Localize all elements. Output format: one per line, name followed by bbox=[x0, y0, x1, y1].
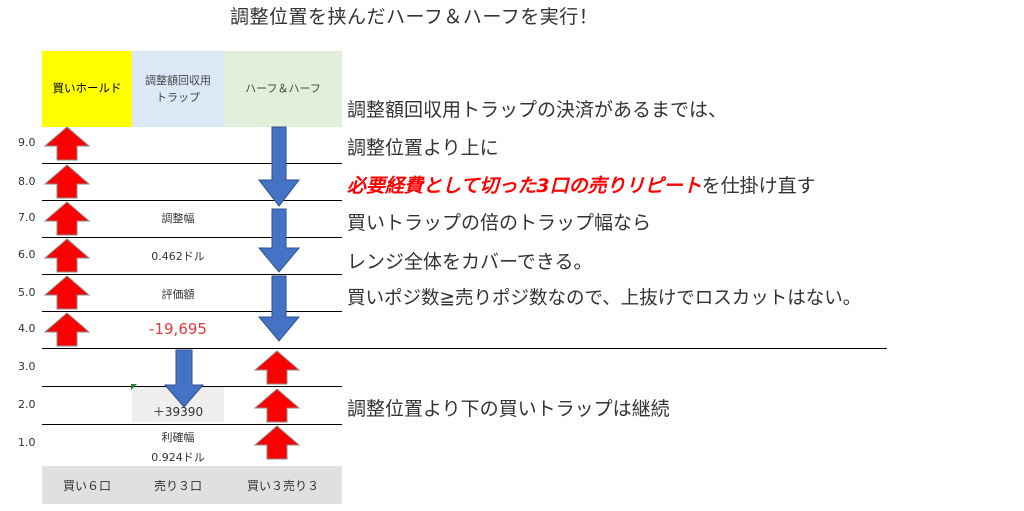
header-adjust-trap: 調整額回収用 トラップ bbox=[132, 51, 224, 127]
header-buy-hold: 買いホールド bbox=[42, 51, 132, 127]
note-line-3-rest: を仕掛け直す bbox=[701, 175, 816, 197]
red-up-arrow-icon bbox=[43, 238, 91, 273]
note-highlight: 必要経費として切った3口の売りリピート bbox=[347, 175, 702, 197]
blue-down-arrow-icon bbox=[257, 126, 301, 207]
note-line-2: 調整位置より上に bbox=[347, 137, 499, 159]
header-half-half-label: ハーフ＆ハーフ bbox=[245, 82, 321, 96]
red-up-arrow-icon bbox=[43, 275, 91, 310]
note-line-4: 買いトラップの倍のトラップ幅なら bbox=[347, 212, 652, 234]
note-line-5: レンジ全体をカバーできる。 bbox=[347, 251, 593, 273]
adjust-width-value: 0.462ドル bbox=[151, 250, 205, 263]
grid-line bbox=[42, 163, 342, 164]
grid-line bbox=[42, 200, 342, 201]
red-up-arrow-icon bbox=[43, 312, 91, 347]
profit-width-value: 0.924ドル bbox=[151, 451, 205, 464]
grid-line bbox=[42, 237, 342, 238]
grid-line bbox=[42, 274, 342, 275]
note-line-1: 調整額回収用トラップの決済があるまでは、 bbox=[347, 99, 728, 121]
page-title: 調整位置を挟んだハーフ＆ハーフを実行！ bbox=[230, 6, 599, 28]
red-up-arrow-icon bbox=[253, 425, 301, 460]
position-summary-row: 買い６口 売り３口 買い３売り３ bbox=[42, 466, 342, 504]
blue-down-arrow-icon bbox=[164, 349, 204, 408]
header-buy-hold-label: 買いホールド bbox=[52, 81, 122, 96]
red-up-arrow-icon bbox=[43, 164, 91, 199]
profit-width-label: 利確幅 bbox=[161, 431, 195, 444]
y-label-1: 1.0 bbox=[18, 436, 36, 449]
grid-line bbox=[42, 424, 342, 425]
header-adjust-trap-line2: トラップ bbox=[156, 91, 200, 104]
adjust-width-label: 調整幅 bbox=[161, 212, 195, 225]
adjust-position-line bbox=[42, 348, 887, 349]
header-adjust-trap-line1: 調整額回収用 bbox=[145, 73, 211, 87]
footer-buy-hold: 買い６口 bbox=[62, 478, 111, 493]
grid-line bbox=[42, 311, 342, 312]
valuation-label: 評価額 bbox=[161, 288, 195, 301]
y-label-5: 5.0 bbox=[18, 286, 36, 299]
y-label-2: 2.0 bbox=[18, 398, 36, 411]
note-line-6: 買いポジ数≧売りポジ数なので、上抜けでロスカットはない。 bbox=[347, 288, 862, 309]
y-label-3: 3.0 bbox=[18, 360, 36, 373]
y-label-4: 4.0 bbox=[18, 322, 36, 335]
header-half-half: ハーフ＆ハーフ bbox=[224, 51, 342, 127]
footer-half-half: 買い３売り３ bbox=[246, 478, 319, 493]
footer-trap: 売り３口 bbox=[153, 478, 202, 493]
note-line-7: 調整位置より下の買いトラップは継続 bbox=[347, 398, 670, 420]
red-up-arrow-icon bbox=[253, 350, 301, 385]
red-up-arrow-icon bbox=[43, 126, 91, 161]
note-line-3: 必要経費として切った3口の売りリピートを仕掛け直す bbox=[347, 171, 816, 198]
y-label-9: 9.0 bbox=[18, 136, 36, 149]
red-up-arrow-icon bbox=[253, 388, 301, 423]
profit-value: ＋39390 bbox=[152, 405, 204, 419]
y-label-8: 8.0 bbox=[18, 175, 36, 188]
y-label-6: 6.0 bbox=[18, 248, 36, 261]
y-label-7: 7.0 bbox=[18, 211, 36, 224]
blue-down-arrow-icon bbox=[257, 275, 301, 342]
red-up-arrow-icon bbox=[43, 201, 91, 236]
blue-down-arrow-icon bbox=[257, 208, 301, 273]
cell-comment-marker bbox=[131, 384, 137, 390]
valuation-value: -19,695 bbox=[149, 320, 207, 338]
